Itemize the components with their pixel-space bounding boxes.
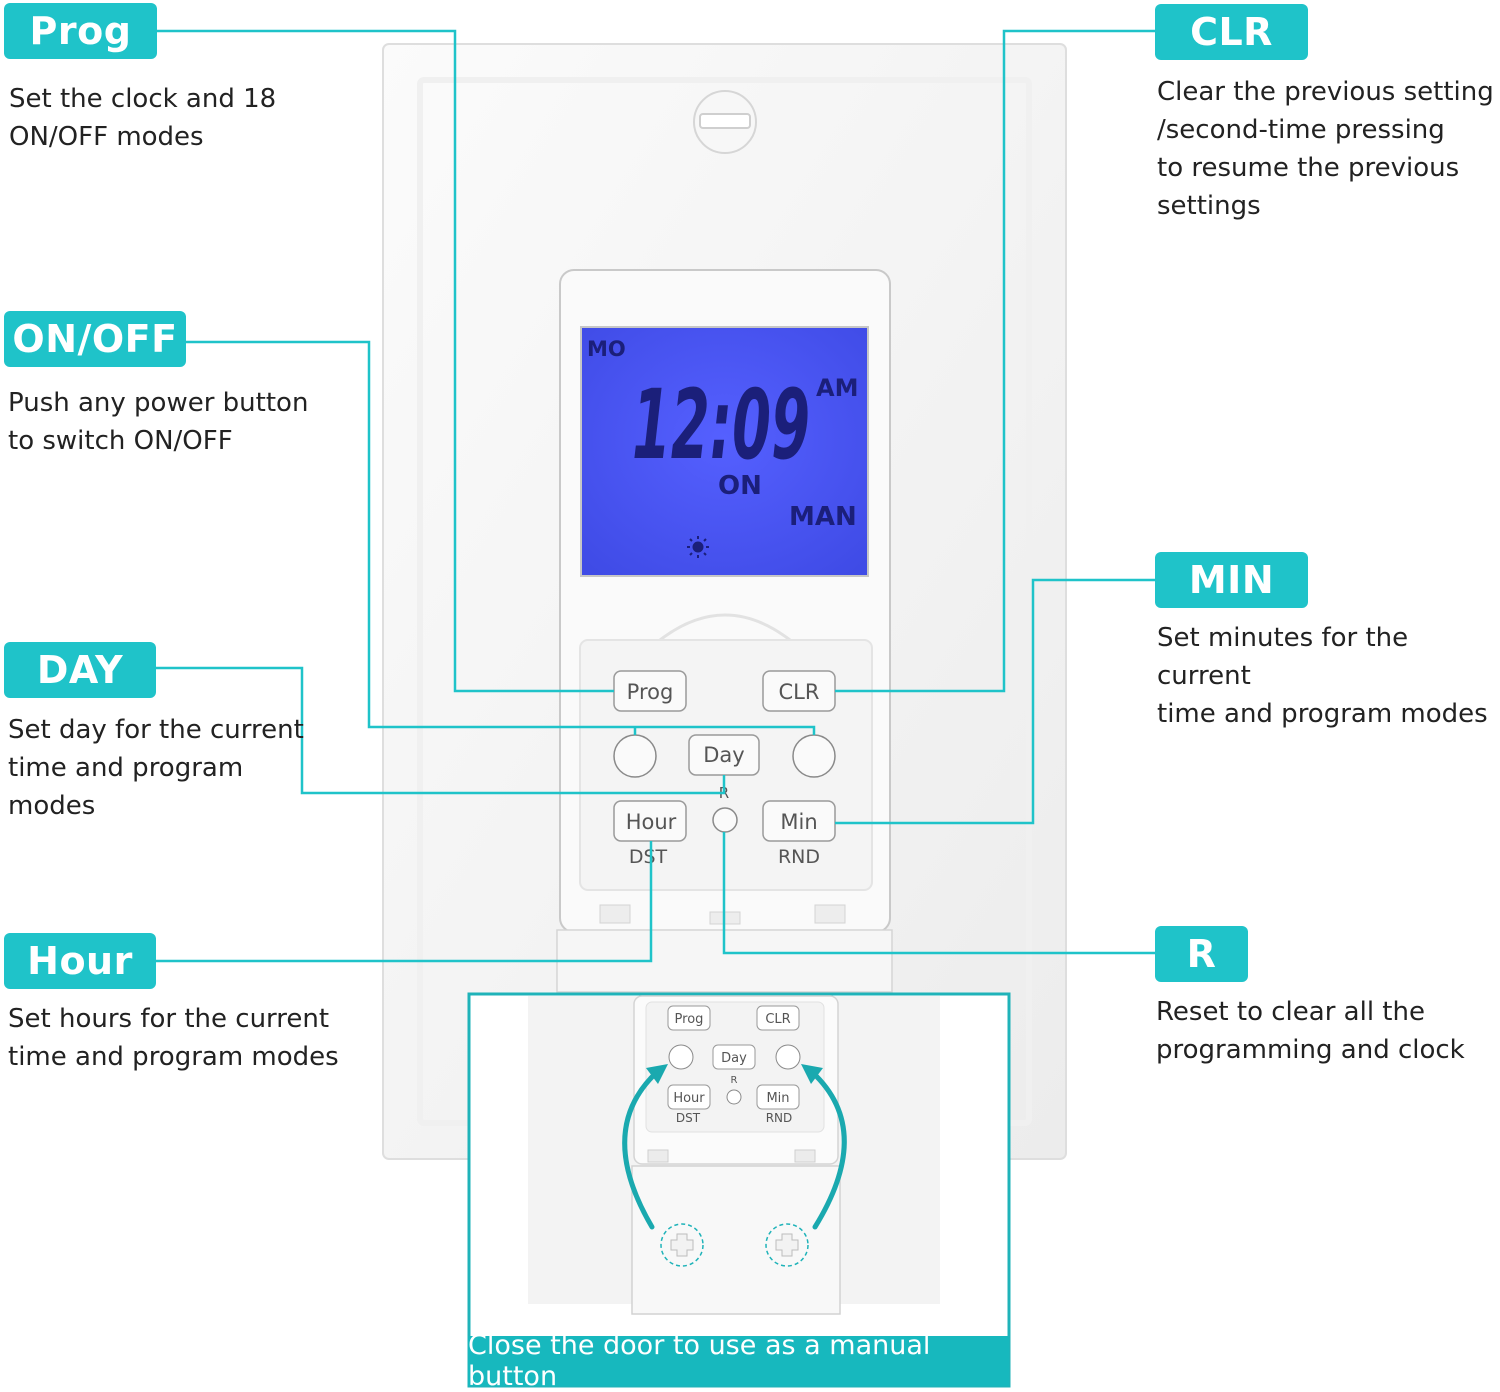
onoff-leader bbox=[186, 340, 816, 735]
close-door-arrow-left-icon bbox=[622, 1064, 668, 1230]
power-button-right[interactable] bbox=[792, 734, 836, 778]
hour-leader bbox=[156, 841, 653, 963]
inset-day-label: Day bbox=[721, 1051, 747, 1066]
inset-hour-label: Hour bbox=[673, 1091, 705, 1106]
reset-button[interactable] bbox=[712, 807, 738, 833]
plate-screw-icon bbox=[693, 90, 757, 154]
clr-tag: CLR bbox=[1155, 4, 1308, 60]
min-tag: MIN bbox=[1155, 552, 1308, 608]
prog-description: Set the clock and 18 ON/OFF modes bbox=[9, 84, 277, 152]
day-tag: DAY bbox=[4, 642, 156, 698]
min-button[interactable]: Min bbox=[762, 800, 836, 842]
hour-description: Set hours for the current time and progr… bbox=[8, 1004, 339, 1072]
onoff-tag: ON/OFF bbox=[4, 311, 186, 367]
hour-button-label: Hour bbox=[626, 810, 677, 834]
inset-clr-label: CLR bbox=[765, 1012, 790, 1027]
inset-caption: Close the door to use as a manual button bbox=[468, 1330, 1009, 1392]
clr-leader bbox=[835, 29, 1155, 693]
r-leader bbox=[722, 832, 1155, 955]
sun-icon bbox=[687, 536, 709, 558]
day-button[interactable]: Day bbox=[688, 734, 760, 776]
door-screw-left-icon bbox=[660, 1223, 704, 1267]
inset-reset-label: R bbox=[731, 1075, 738, 1086]
lcd-ampm: AM bbox=[816, 374, 858, 402]
lcd-day: MO bbox=[587, 337, 626, 361]
r-tag: R bbox=[1155, 926, 1248, 982]
prog-button-label: Prog bbox=[627, 680, 674, 704]
lcd-state: ON bbox=[718, 471, 762, 501]
lcd-display: MO 12:09 AM ON MAN bbox=[580, 326, 869, 577]
inset-min-label: Min bbox=[766, 1091, 789, 1106]
min-button-label: Min bbox=[780, 810, 817, 834]
day-button-label: Day bbox=[703, 743, 744, 767]
min-description: Set minutes for the current time and pro… bbox=[1157, 623, 1488, 729]
inset-rnd-label: RND bbox=[766, 1111, 793, 1125]
clr-button-label: CLR bbox=[779, 680, 820, 704]
r-description: Reset to clear all the programming and c… bbox=[1156, 997, 1465, 1065]
dst-label: DST bbox=[629, 846, 668, 868]
inset-dst-label: DST bbox=[676, 1111, 701, 1125]
lcd-time: 12:09 bbox=[632, 369, 810, 481]
prog-button[interactable]: Prog bbox=[613, 670, 687, 712]
day-leader bbox=[156, 666, 726, 795]
clr-description: Clear the previous setting /second-time … bbox=[1157, 77, 1494, 221]
door-screw-right-icon bbox=[765, 1223, 809, 1267]
power-button-left[interactable] bbox=[613, 734, 657, 778]
prog-tag: Prog bbox=[4, 3, 157, 59]
min-leader bbox=[835, 578, 1155, 825]
clr-button[interactable]: CLR bbox=[762, 670, 836, 712]
day-description: Set day for the current time and program… bbox=[8, 715, 304, 821]
hour-tag: Hour bbox=[4, 933, 156, 989]
onoff-description: Push any power button to switch ON/OFF bbox=[8, 388, 309, 456]
inset-prog-label: Prog bbox=[675, 1012, 704, 1027]
lcd-mode: MAN bbox=[789, 502, 857, 532]
prog-leader bbox=[157, 29, 614, 693]
leader-lines bbox=[156, 29, 1155, 963]
inset-panel: Prog CLR Day R Hour Min DST RND bbox=[467, 992, 1011, 1388]
close-door-arrow-right-icon bbox=[801, 1064, 847, 1230]
rnd-label: RND bbox=[778, 846, 820, 868]
hour-button[interactable]: Hour bbox=[613, 800, 687, 842]
